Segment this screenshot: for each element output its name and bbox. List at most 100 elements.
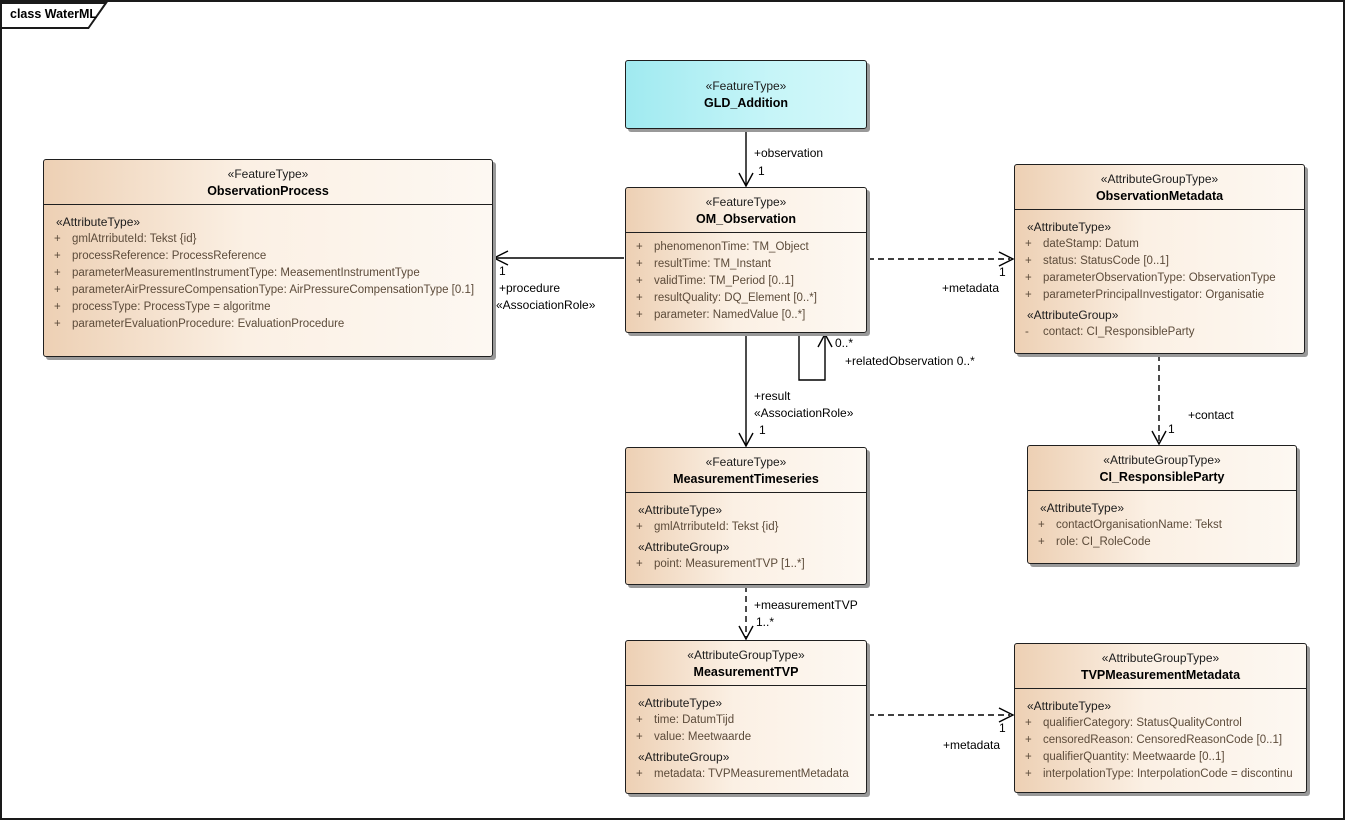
class-stereotype: «AttributeGroupType» (687, 648, 805, 662)
label-result-multiplicity: 1 (759, 423, 766, 437)
label-related-multiplicity: 0..* (835, 336, 854, 350)
attribute-row: +role: CI_RoleCode (1034, 534, 1290, 551)
attribute-visibility: + (1025, 238, 1032, 250)
label-procedure-stereotype: «AssociationRole» (496, 298, 596, 312)
class-ci-responsible-party[interactable]: «AttributeGroupType» CI_ResponsibleParty… (1027, 445, 1297, 564)
attribute-row: +dateStamp: Datum (1021, 236, 1298, 253)
attribute-text: parameter: NamedValue [0..*] (654, 309, 806, 321)
attribute-text: interpolationType: InterpolationCode = d… (1043, 768, 1293, 780)
label-metadata-multiplicity: 1 (999, 265, 1006, 279)
class-attributes: «AttributeType» + qualifierCategory: Statu… (1015, 689, 1306, 792)
class-stereotype: «FeatureType» (705, 195, 787, 209)
class-attributes: «AttributeType»+gmlAtrributeId: Tekst {i… (626, 493, 866, 584)
label-observation-role: +observation (754, 146, 824, 160)
attribute-text: resultTime: TM_Instant (654, 258, 771, 270)
class-name: ObservationProcess (207, 184, 329, 198)
attribute-section-heading: «AttributeGroup» (638, 540, 730, 554)
class-header: «FeatureType» OM_Observation (626, 188, 866, 233)
class-om-observation[interactable]: «FeatureType» OM_Observation +phenomenon… (625, 187, 867, 333)
attribute-text: status: StatusCode [0..1] (1043, 255, 1169, 267)
attribute-visibility: + (1025, 717, 1032, 729)
arrowhead-metadata (998, 251, 1015, 267)
arrowhead-metadata-tvp (998, 707, 1015, 723)
attribute-row: +resultQuality: DQ_Element [0..*] (632, 290, 860, 307)
attribute-text: time: DatumTijd (654, 714, 735, 726)
attribute-text: contactOrganisationName: Tekst (1056, 519, 1222, 531)
attribute-row: +value: Meetwaarde (632, 729, 860, 746)
attribute-visibility: + (1038, 519, 1045, 531)
connector-related-observation[interactable] (798, 333, 826, 381)
attribute-section-heading: «AttributeType» (1040, 501, 1125, 515)
class-header: «FeatureType» GLD_Addition (626, 78, 866, 112)
attribute-row: +parameterObservationType: ObservationTy… (1021, 270, 1298, 287)
label-measurement-tvp-multiplicity: 1..* (756, 615, 775, 629)
class-header: «FeatureType» MeasurementTimeseries (626, 448, 866, 493)
label-contact-multiplicity: 1 (1168, 422, 1175, 436)
attribute-visibility: + (54, 284, 61, 296)
class-name: MeasurementTVP (693, 665, 799, 679)
diagram-frame-tab: class WaterML (2, 2, 108, 29)
attribute-row: -contact: CI_ResponsibleParty (1021, 324, 1298, 341)
label-measurement-tvp-role: +measurementTVP (754, 598, 858, 612)
class-stereotype: «FeatureType» (227, 167, 309, 181)
attribute-row: +phenomenonTime: TM_Object (632, 239, 860, 256)
attribute-visibility: + (54, 250, 61, 262)
attribute-text: processType: ProcessType = algoritme (72, 301, 271, 313)
attribute-visibility: + (54, 301, 61, 313)
class-name: ObservationMetadata (1095, 189, 1224, 203)
attribute-visibility: + (636, 292, 643, 304)
class-tvp-measurement-metadata[interactable]: «AttributeGroupType» TVPMeasurementMetad… (1014, 643, 1307, 793)
attribute-visibility: + (636, 558, 643, 570)
attribute-section-heading: «AttributeType» (1027, 699, 1112, 713)
class-attributes: «AttributeType»+gmlAtrributeId: Tekst {i… (44, 205, 492, 356)
attribute-text: validTime: TM_Period [0..1] (654, 275, 794, 287)
attribute-text: qualifierQuantity: Meetwaarde [0..1] (1043, 751, 1225, 763)
attribute-row: +metadata: TVPMeasurementMetadata (632, 766, 860, 783)
class-stereotype: «FeatureType» (705, 455, 787, 469)
attribute-visibility: + (1025, 768, 1032, 780)
label-procedure-role: +procedure (499, 281, 561, 295)
class-name: GLD_Addition (703, 95, 788, 110)
attribute-row: + processType: ProcessType = algoritme (50, 299, 486, 316)
attribute-visibility: + (636, 309, 643, 321)
attribute-visibility: + (636, 258, 643, 270)
class-measurement-timeseries[interactable]: «FeatureType» MeasurementTimeseries «Att… (625, 447, 867, 585)
arrowhead-procedure (492, 250, 509, 266)
arrowhead-observation (738, 172, 754, 188)
class-observation-metadata[interactable]: «AttributeGroupType» ObservationMetadata… (1014, 164, 1305, 354)
attribute-text: censoredReason: CensoredReasonCode [0..1… (1043, 734, 1283, 746)
attribute-row: +qualifierQuantity: Meetwaarde [0..1] (1021, 749, 1300, 766)
attribute-row: + censoredReason: CensoredReasonCode [0..… (1021, 732, 1300, 749)
class-gld-addition[interactable]: «FeatureType» GLD_Addition (625, 60, 867, 129)
attribute-visibility: + (636, 768, 643, 780)
class-measurement-tvp[interactable]: «AttributeGroupType» MeasurementTVP «Att… (625, 640, 867, 794)
attribute-text: processReference: ProcessReference (72, 250, 267, 262)
attribute-section-heading: «AttributeType» (638, 503, 723, 517)
class-header: «AttributeGroupType» CI_ResponsibleParty (1028, 446, 1296, 491)
class-observation-process[interactable]: «FeatureType» ObservationProcess «Attrib… (43, 159, 493, 357)
attribute-text: qualifierCategory: StatusQualityControl (1043, 717, 1242, 729)
attribute-visibility: + (636, 521, 643, 533)
class-attributes: «AttributeType»+dateStamp: Datum+status:… (1015, 210, 1304, 353)
attribute-visibility: + (1025, 272, 1032, 284)
class-stereotype: «AttributeGroupType» (1100, 172, 1219, 186)
label-metadata-role: +metadata (942, 281, 1000, 295)
attribute-row: +point: MeasurementTVP [1..*] (632, 556, 860, 573)
diagram-title: class WaterML (10, 7, 98, 21)
class-name: OM_Observation (695, 212, 797, 226)
attribute-text: parameterAirPressureCompensationType: Ai… (72, 284, 475, 296)
class-header: «AttributeGroupType» MeasurementTVP (626, 641, 866, 686)
attribute-visibility: + (54, 267, 61, 279)
attribute-text: contact: CI_ResponsibleParty (1043, 326, 1195, 338)
attribute-row: +parameterPrincipalInvestigator: Organis… (1021, 287, 1298, 304)
attribute-row: + resultTime: TM_Instant (632, 256, 860, 273)
arrowhead-result (738, 432, 754, 448)
label-metadata-tvp-multiplicity: 1 (999, 721, 1006, 735)
class-attributes: «AttributeType»+time: DatumTijd+value: M… (626, 686, 866, 793)
attribute-visibility: + (54, 233, 61, 245)
attribute-row: + processReference: ProcessReference (50, 248, 486, 265)
attribute-row: +parameterMeasurementInstrumentType: Mea… (50, 265, 486, 282)
attribute-visibility: + (1025, 734, 1032, 746)
